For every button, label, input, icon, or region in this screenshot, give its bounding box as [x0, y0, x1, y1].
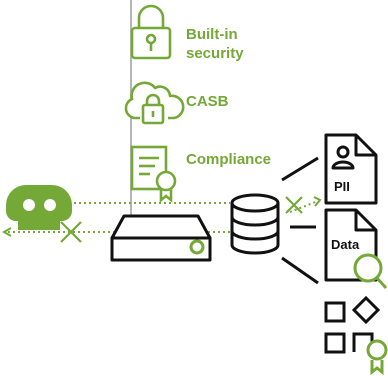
blocked-x-icon: [285, 196, 303, 214]
feature-label-casb: CASB: [186, 93, 229, 110]
blocked-x-icon: [60, 221, 82, 243]
skull-icon: [6, 185, 72, 230]
magnifier-icon: [353, 253, 388, 290]
data-label: Data: [331, 237, 360, 252]
award-badge-icon: [366, 339, 388, 376]
connector-to-shapes: [281, 256, 319, 285]
pii-document-icon: [324, 133, 378, 205]
shapes-certified-icon: [324, 295, 381, 354]
feature-label-compliance: Compliance: [186, 151, 271, 168]
outbound-arrow-head: [1, 227, 12, 237]
leak-flow-line: [289, 200, 319, 213]
pii-label: PII: [334, 179, 350, 194]
connector-to-pii: [281, 156, 319, 182]
firewall-appliance-icon: [110, 214, 212, 262]
cloud-lock-icon: [124, 81, 185, 125]
padlock-icon: [130, 4, 172, 60]
leak-arrow-head: [313, 196, 322, 207]
feature-label-security: security: [186, 45, 244, 62]
feature-label-built-in: Built-in: [186, 26, 238, 43]
database-icon: [230, 193, 280, 255]
certificate-icon: [130, 145, 177, 203]
